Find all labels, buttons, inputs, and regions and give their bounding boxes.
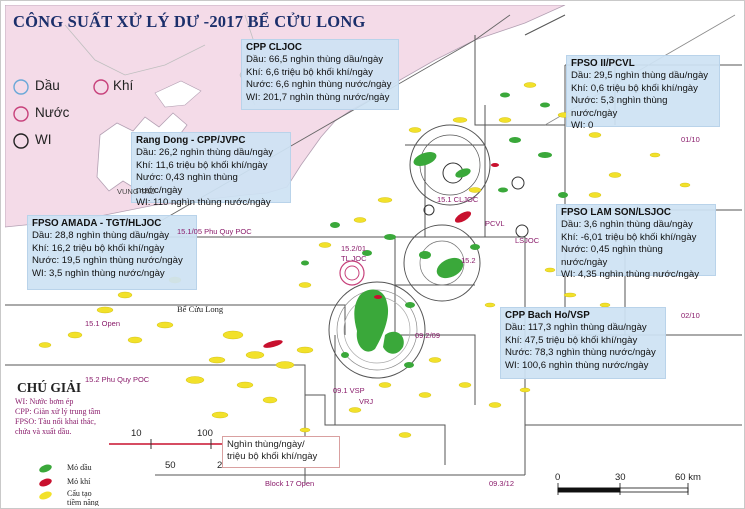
key-def: CPP: Giàn xử lý trung tâm bbox=[15, 407, 101, 416]
key-label: Mỏ dầu bbox=[67, 463, 92, 472]
gas-fields bbox=[263, 163, 499, 348]
units-line: triệu bộ khối khí/ngày bbox=[227, 451, 318, 462]
key-def: FPSO: Tàu nổi khai thác, bbox=[15, 417, 96, 426]
facility-gas: Khí: 11,6 triệu bộ khối khí/ngày bbox=[136, 159, 268, 171]
block-label: 15.2 Phu Quy POC bbox=[85, 375, 150, 384]
scale-tick-label: 50 bbox=[165, 460, 176, 471]
key-definitions: WI: Nước bơm ép CPP: Giàn xử lý trung tâ… bbox=[15, 397, 100, 437]
map-title: CÔNG SUẤT XỬ LÝ DƯ -2017 BỂ CỬU LONG bbox=[13, 12, 366, 31]
facility-circles bbox=[328, 124, 529, 379]
block-label: 09.2/09 bbox=[415, 331, 441, 340]
facility-wi: WI: 100,6 nghìn thùng nước/ngày bbox=[505, 359, 649, 371]
prospects bbox=[38, 82, 691, 438]
scalebar-label: 0 bbox=[555, 472, 561, 483]
oil-fields bbox=[301, 92, 568, 368]
legend-oil: Dầu bbox=[35, 78, 60, 93]
coast-inlet bbox=[154, 80, 202, 108]
scalebar bbox=[557, 483, 689, 495]
facility-wi: WI: 3,5 nghìn thùng nước/ngày bbox=[32, 267, 165, 279]
block-label: PCVL bbox=[485, 219, 505, 228]
facility-name: Rang Dong - CPP/JVPC bbox=[136, 135, 246, 146]
units-note: Nghìn thùng/ngày/ triệu bộ khối khí/ngày bbox=[222, 436, 340, 468]
facility-oil: Dầu: 117,3 nghìn thùng dầu/ngày bbox=[505, 322, 647, 334]
facility-water: Nước: 0,45 nghìn thùng nước/ngày bbox=[561, 244, 663, 268]
facility-water: Nước: 6,6 nghìn thùng nước/ngày bbox=[246, 79, 392, 91]
units-line: Nghìn thùng/ngày/ bbox=[227, 439, 305, 450]
block-label: VRJ bbox=[359, 397, 374, 406]
block-label: 15.2 bbox=[461, 256, 476, 265]
facility-box-cpp-bach-ho: CPP Bach Ho/VSP Dầu: 117,3 nghìn thùng d… bbox=[500, 307, 666, 379]
facility-wi: WI: 201,7 nghìn thùng nước/ngày bbox=[246, 91, 390, 103]
facility-box-rang-dong: Rang Dong - CPP/JVPC Dầu: 26,2 nghìn thù… bbox=[131, 132, 291, 208]
facility-name: FPSO LAM SON/LSJOC bbox=[561, 207, 671, 218]
facility-water: Nước: 78,3 nghìn thùng nước/ngày bbox=[505, 347, 656, 359]
facility-wi: WI: 110 nghìn thùng nước/ngày bbox=[136, 197, 271, 209]
facility-box-fpso-amada: FPSO AMADA - TGT/HLJOC Dầu: 28,8 nghìn t… bbox=[27, 215, 197, 290]
scalebar-label: 60 km bbox=[675, 472, 701, 483]
place-label: VUNG TAU bbox=[117, 187, 156, 196]
land-road bbox=[64, 24, 206, 76]
block-label: 01/10 bbox=[681, 135, 700, 144]
facility-gas: Khí: 16,2 triệu bộ khối khí/ngày bbox=[32, 242, 165, 254]
facility-wi: WI: 0 bbox=[571, 120, 594, 132]
facility-name: FPSO II/PCVL bbox=[571, 58, 635, 69]
facility-wi: WI: 4,35 nghìn thùng nước/ngày bbox=[561, 269, 700, 281]
facility-water: Nước: 0,43 nghìn thùng nước/ngày bbox=[136, 172, 238, 196]
facility-gas: Khí: 0,6 triệu bộ khối khí/ngày bbox=[571, 82, 698, 94]
legend-gas: Khí bbox=[113, 78, 134, 93]
block-label: 15.1/05 Phu Quy POC bbox=[177, 227, 252, 236]
block-label: 15.1 Open bbox=[85, 319, 121, 328]
key-def: WI: Nước bơm ép bbox=[15, 397, 74, 406]
facility-gas: Khí: 47,5 triệu bộ khối khí/ngày bbox=[505, 334, 638, 346]
key-label: tiềm năng bbox=[67, 498, 99, 506]
facility-box-fpso-pcvl: FPSO II/PCVL Dầu: 29,5 nghìn thùng dầu/n… bbox=[566, 55, 720, 131]
facility-oil: Dầu: 28,8 nghìn thùng dầu/ngày bbox=[32, 230, 170, 242]
key-title: CHÚ GIẢI bbox=[17, 380, 82, 395]
facility-gas: Khí: -6,01 triệu bộ khối khí/ngày bbox=[561, 231, 697, 243]
basin-map: CÔNG SUẤT XỬ LÝ DƯ -2017 BỂ CỬU LONG Dầu… bbox=[5, 5, 742, 506]
block-label: 02/10 bbox=[681, 311, 700, 320]
key-label: Cấu tạo bbox=[67, 489, 92, 498]
facility-oil: Dầu: 3,6 nghìn thùng dầu/ngày bbox=[561, 219, 693, 231]
facility-water: Nước: 5,3 nghìn thùng nước/ngày bbox=[571, 95, 668, 119]
block-label: 09.3/12 bbox=[489, 479, 515, 488]
block-label: Block 17 Open bbox=[265, 479, 315, 488]
legend-water: Nước bbox=[35, 105, 70, 120]
scale-tick-label: 10 bbox=[131, 428, 142, 439]
facility-name: CPP Bach Ho/VSP bbox=[505, 310, 590, 321]
facility-oil: Dầu: 26,2 nghìn thùng dầu/ngày bbox=[136, 147, 274, 159]
block-label: LSJOC bbox=[515, 236, 540, 245]
facility-water: Nước: 19,5 nghìn thùng nước/ngày bbox=[32, 255, 183, 267]
key-label: Mỏ khí bbox=[67, 477, 91, 486]
facility-oil: Dầu: 29,5 nghìn thùng dầu/ngày bbox=[571, 70, 709, 82]
block-label: 15.2/01 bbox=[341, 244, 367, 253]
key-def: chứa và xuất dầu. bbox=[15, 427, 72, 436]
legend-wi: WI bbox=[35, 132, 52, 147]
scale-tick-label: 100 bbox=[197, 428, 213, 439]
facility-oil: Dầu: 66,5 nghìn thùng dầu/ngày bbox=[246, 54, 384, 66]
facility-name: CPP CLJOC bbox=[246, 42, 302, 53]
facility-box-fpso-lam-son: FPSO LAM SON/LSJOC Dầu: 3,6 nghìn thùng … bbox=[556, 204, 716, 280]
block-label: 15.1 CLJOC bbox=[437, 195, 479, 204]
scalebar-label: 30 bbox=[615, 472, 626, 483]
block-label: 09.1 VSP bbox=[333, 386, 365, 395]
facility-name: FPSO AMADA - TGT/HLJOC bbox=[32, 218, 162, 229]
block-label: TL JOC bbox=[341, 254, 367, 263]
facility-gas: Khí: 6,6 triệu bộ khối khí/ngày bbox=[246, 66, 373, 78]
facility-box-cpp-cljoc: CPP CLJOC Dầu: 66,5 nghìn thùng dầu/ngày… bbox=[241, 39, 399, 110]
basin-label: Bể Cửu Long bbox=[177, 304, 224, 314]
